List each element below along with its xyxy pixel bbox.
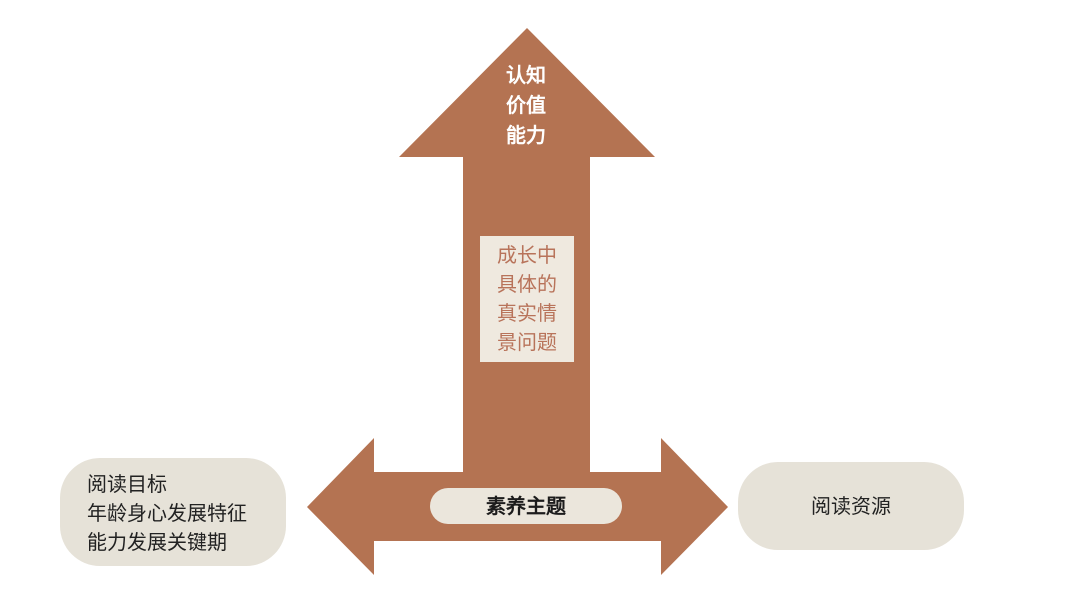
left-box-line-3: 能力发展关键期 bbox=[87, 530, 227, 554]
left-box-line-2: 年龄身心发展特征 bbox=[87, 501, 247, 525]
left-box-line-1: 阅读目标 bbox=[87, 472, 167, 496]
center-box-line-3: 真实情 bbox=[497, 301, 557, 325]
top-label-line-1: 认知 bbox=[506, 63, 546, 87]
top-arrow-label: 认知 价值 能力 bbox=[486, 60, 566, 150]
center-box-line-4: 景问题 bbox=[497, 330, 557, 354]
top-label-line-3: 能力 bbox=[506, 123, 546, 147]
center-box-line-2: 具体的 bbox=[497, 272, 557, 296]
center-box-line-1: 成长中 bbox=[497, 243, 557, 267]
theme-pill: 素养主题 bbox=[430, 488, 622, 524]
reading-goal-box: 阅读目标 年龄身心发展特征 能力发展关键期 bbox=[60, 458, 286, 566]
growth-problem-box: 成长中 具体的 真实情 景问题 bbox=[480, 236, 574, 362]
top-label-line-2: 价值 bbox=[506, 93, 546, 117]
reading-resource-box: 阅读资源 bbox=[738, 462, 964, 550]
